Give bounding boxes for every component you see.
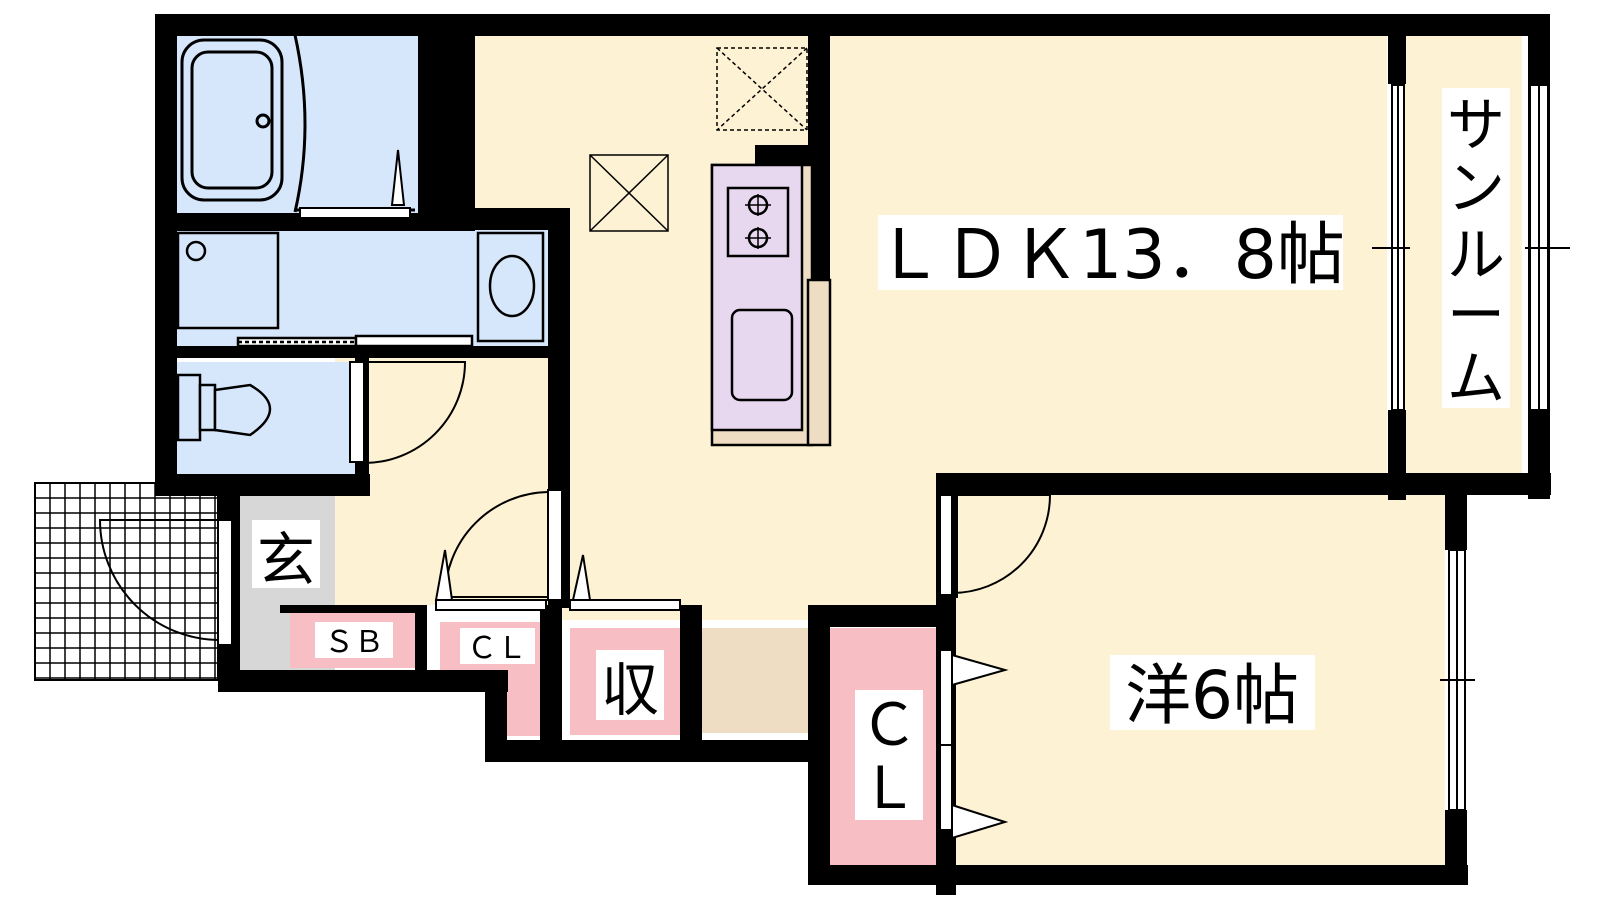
closet-large-label-bg — [855, 690, 923, 820]
washroom-fixtures — [176, 231, 545, 348]
sunroom-label-char: ム — [1447, 344, 1505, 412]
western-label-bg — [1110, 655, 1315, 730]
appliance-spaces — [589, 47, 808, 232]
sunroom-label-char: サ — [1447, 91, 1505, 159]
ldk-lower-floor — [555, 470, 940, 620]
porch-tiles — [34, 482, 219, 681]
floor-fills — [175, 35, 1522, 880]
shoe-box-label-bg — [315, 622, 393, 658]
hallway-floor — [700, 628, 810, 733]
closet-small-lower-floor — [505, 668, 545, 736]
western-room-label: 洋6帖 — [1125, 657, 1299, 734]
storage-label: 収 — [601, 656, 659, 724]
closet-small-label-bg — [460, 628, 535, 664]
sunroom-label-char: ン — [1447, 154, 1505, 222]
toilet-fixture — [176, 373, 272, 442]
entrance-label: 玄 — [257, 526, 315, 594]
sunroom-label-char: ル — [1447, 221, 1505, 289]
kitchen-counter — [710, 163, 832, 447]
closet-large-label-char: Ｌ — [860, 754, 918, 822]
closet-large-label-char: Ｃ — [860, 691, 918, 759]
room-labels: ＬＤＫ13．8帖 サ ン ル ー ム 洋6帖 玄 ＳＢ ＣＬ 収 Ｃ Ｌ — [252, 88, 1510, 822]
shoe-box-label: ＳＢ — [324, 625, 384, 660]
sunroom-label-bg — [1442, 88, 1510, 408]
storage-label-bg — [596, 650, 664, 720]
doors — [98, 361, 1052, 646]
bath-door — [299, 149, 411, 219]
ldk-label: ＬＤＫ13．8帖 — [875, 216, 1345, 295]
walls — [155, 14, 1551, 895]
sunroom-label-char: ー — [1447, 281, 1505, 349]
closet-small-label: ＣＬ — [467, 631, 527, 666]
ldk-label-bg — [878, 215, 1343, 290]
closet-doors — [434, 549, 1009, 840]
entrance-label-bg — [252, 520, 320, 588]
windows — [1372, 84, 1570, 811]
